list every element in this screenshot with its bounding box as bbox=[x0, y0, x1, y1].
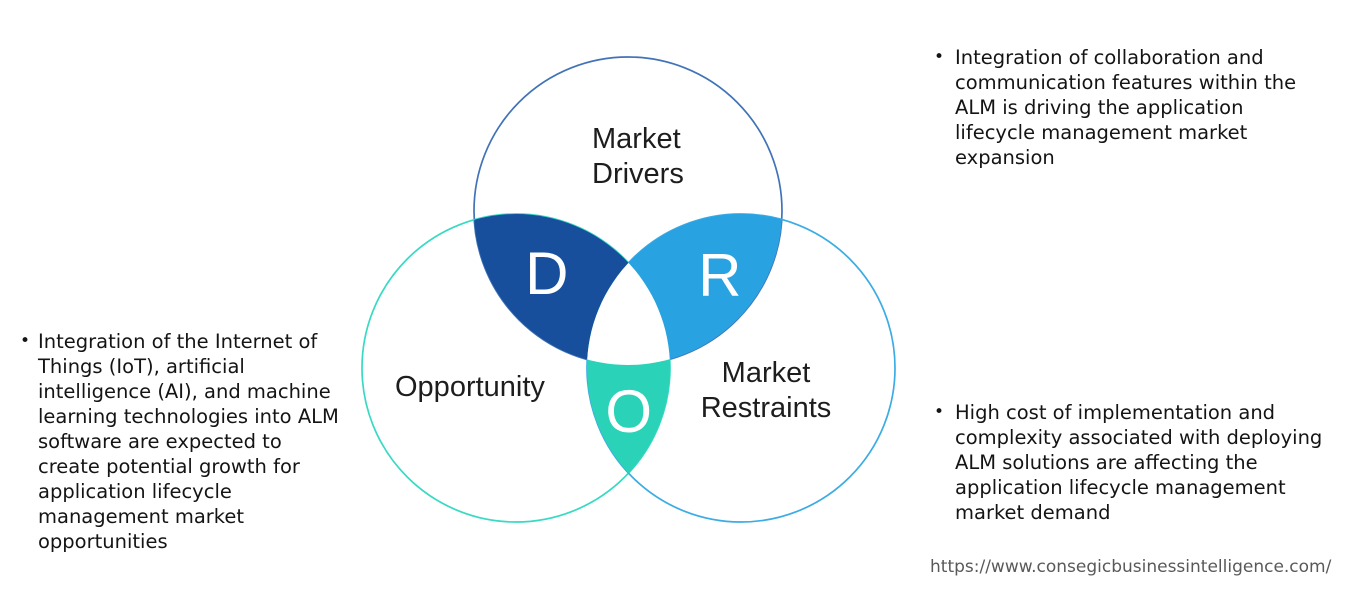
opportunity-letter: O bbox=[605, 378, 653, 445]
drivers-label: Market Drivers bbox=[592, 123, 684, 190]
drivers-lens bbox=[474, 214, 670, 365]
opportunity-label: Opportunity bbox=[395, 371, 545, 403]
restraints-letter: R bbox=[698, 242, 742, 309]
source-url: https://www.consegicbusinessintelligence… bbox=[930, 557, 1332, 577]
bullet-icon: • bbox=[934, 47, 945, 67]
drivers-bullet-text: Integration of collaboration and communi… bbox=[955, 46, 1297, 169]
drivers-bullet-item: • Integration of collaboration and commu… bbox=[934, 45, 1296, 170]
opportunity-bullet-text: Integration of the Internet of Things (I… bbox=[38, 330, 339, 553]
bullet-icon: • bbox=[934, 402, 945, 422]
opportunity-bullet-item: • Integration of the Internet of Things … bbox=[20, 329, 339, 554]
restraints-lens bbox=[587, 214, 782, 365]
restraints-label: Market Restraints bbox=[700, 357, 832, 424]
bullet-icon: • bbox=[20, 331, 31, 351]
drivers-letter: D bbox=[525, 240, 569, 307]
restraints-bullet-item: • High cost of implementation and comple… bbox=[934, 400, 1322, 525]
restraints-bullet-text: High cost of implementation and complexi… bbox=[955, 401, 1323, 524]
